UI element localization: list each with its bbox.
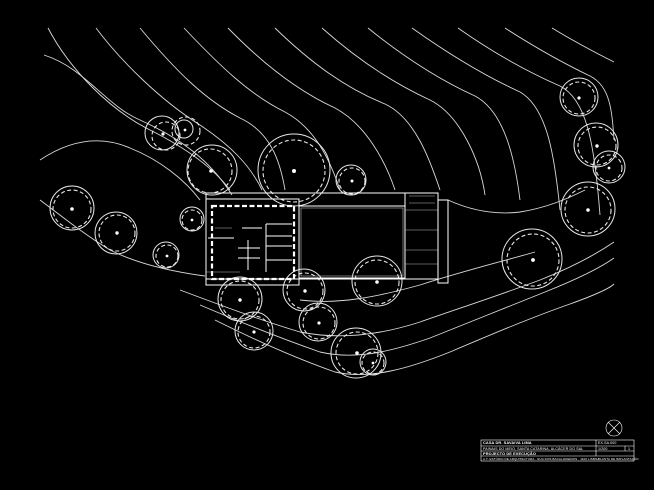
tree (559, 77, 599, 117)
north-arrow-icon (605, 419, 623, 437)
tree (351, 255, 403, 307)
tree (257, 133, 331, 207)
tree (359, 348, 387, 376)
sheet-number: 1 (628, 446, 631, 451)
tree (144, 115, 181, 151)
drawing-scale: 1/200 (598, 446, 608, 451)
tree (282, 268, 326, 312)
project-location: PAINAIS DO MEIO, SANTA CATARINA, ALCÁCER… (483, 446, 584, 451)
tree (298, 302, 338, 342)
contour-lines (39, 27, 615, 375)
tree (94, 211, 138, 255)
tree (171, 116, 201, 146)
tree (49, 185, 95, 231)
tree (501, 228, 563, 290)
tree (573, 122, 619, 168)
project-name: CASA DR. SAVAIVA LIMA (483, 440, 532, 445)
tree (186, 144, 238, 196)
tree (560, 181, 616, 237)
tree (335, 164, 367, 196)
reference-code: EX.SA.000 (598, 441, 617, 445)
architect-info: A.T. ESTÚDIO DE ARQUITECTURA · RUA DOS B… (483, 456, 600, 461)
tree (217, 276, 263, 322)
trees (49, 77, 626, 379)
tree (179, 206, 205, 232)
tree (592, 150, 626, 184)
drawing-title: PLANTA DE IMPLANTAÇÃO (598, 456, 639, 461)
house-footprint (205, 192, 449, 286)
title-block-frame (480, 439, 635, 462)
tree (234, 311, 274, 351)
tree (330, 327, 382, 379)
tree (152, 241, 180, 269)
project-phase: PROJECTO DE EXECUÇÃO (483, 450, 536, 456)
